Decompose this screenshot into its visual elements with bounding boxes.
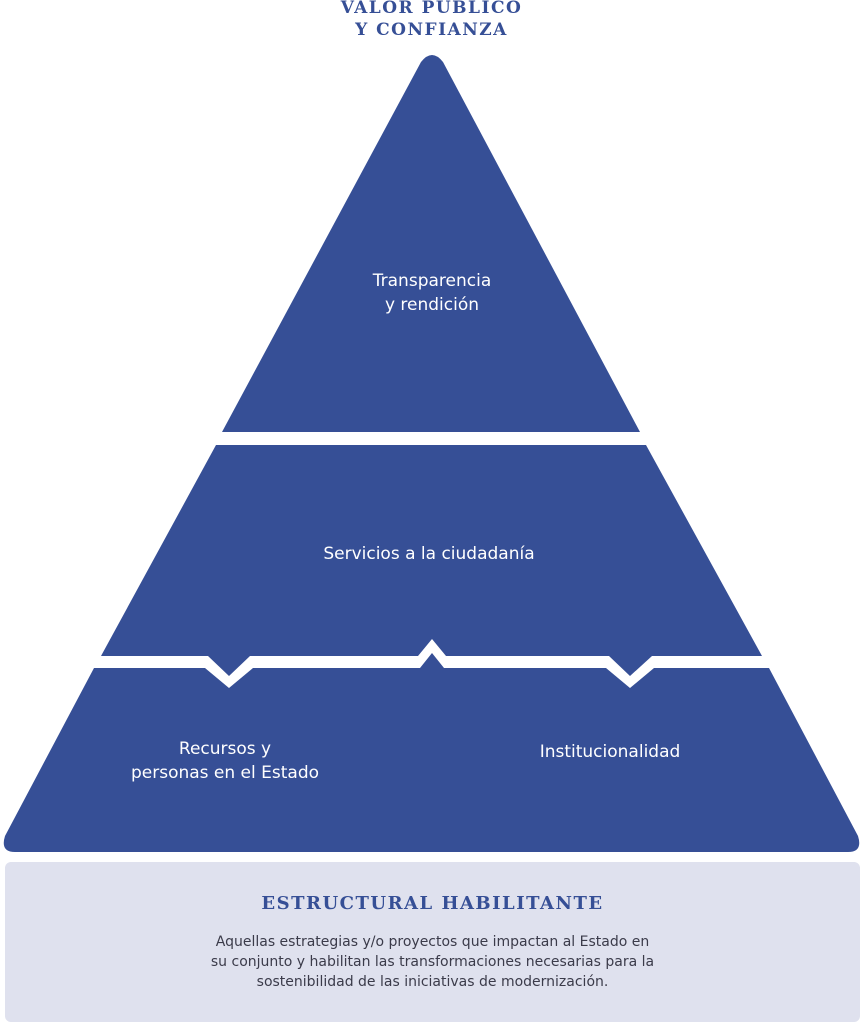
pyramid-diagram — [3, 55, 860, 852]
base-desc-line2: su conjunto y habilitan las transformaci… — [210, 954, 655, 970]
base-desc-line3: sostenibilidad de las iniciativas de mod… — [256, 974, 609, 990]
pyramid-tier-middle — [101, 445, 762, 676]
tier-bottom-right-label: Institucionalidad — [539, 742, 681, 762]
tier-top-label: Transparencia y rendición — [282, 269, 582, 317]
tier-middle-label: Servicios a la ciudadanía — [323, 544, 535, 564]
base-desc-line1: Aquellas estrategias y/o proyectos que i… — [215, 934, 650, 950]
tier-top-label-line2: y rendición — [384, 295, 480, 315]
pyramid-tier-bottom — [3, 653, 860, 852]
tier-bottom-left-label-line2: personas en el Estado — [130, 763, 320, 783]
apex-title-line2: Y CONFIANZA — [355, 20, 508, 40]
apex-title-line1: VALOR PÚBLICO — [340, 0, 523, 18]
tier-bottom-left-label-line1: Recursos y — [178, 739, 272, 759]
pyramid-tier-top — [222, 55, 640, 432]
tier-bottom-left-label: Recursos y personas en el Estado — [75, 737, 375, 785]
base-panel-description: Aquellas estrategias y/o proyectos que i… — [5, 932, 860, 992]
base-panel-title: ESTRUCTURAL HABILITANTE — [261, 893, 604, 914]
structural-base-panel: ESTRUCTURAL HABILITANTE Aquellas estrate… — [5, 862, 860, 1022]
tier-top-label-line1: Transparencia — [372, 271, 492, 291]
pyramid-apex-title: VALOR PÚBLICO Y CONFIANZA — [0, 0, 863, 41]
